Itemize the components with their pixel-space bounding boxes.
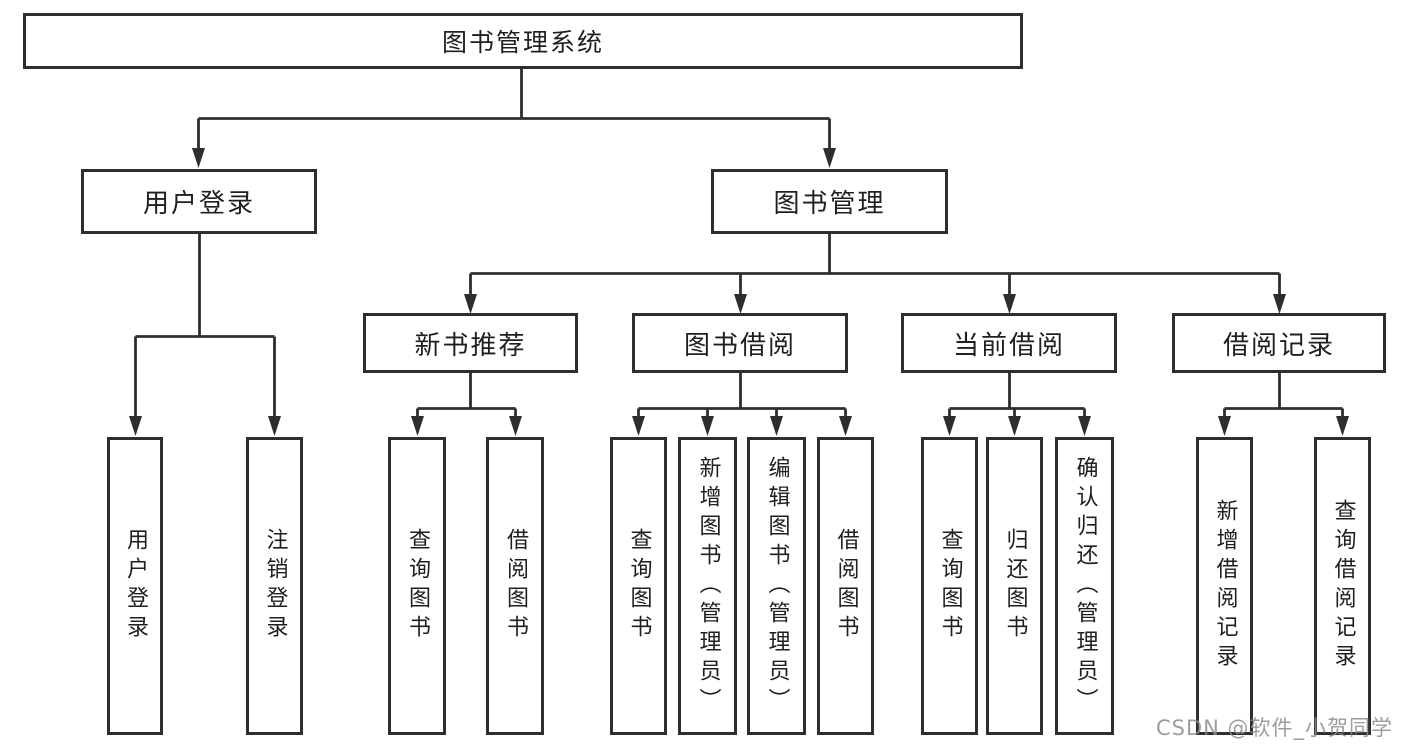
leaf-borrow-books-recommend-label: 借阅图书: [503, 528, 528, 644]
leaf-query-books-recommend-label: 查询图书: [405, 528, 430, 644]
leaf-add-books-admin: 新增图书（管理员）: [678, 437, 737, 735]
watermark: CSDN @软件_小贺同学: [1156, 716, 1394, 740]
leaf-query-books-current: 查询图书: [921, 437, 978, 735]
node-borrow-records: 借阅记录: [1172, 313, 1386, 373]
connector-user-login-children: [129, 234, 281, 436]
leaf-query-borrow-record-label: 查询借阅记录: [1330, 499, 1356, 673]
leaf-borrow-books-recommend: 借阅图书: [486, 437, 544, 735]
leaf-query-books-borrow-label: 查询图书: [626, 528, 652, 644]
leaf-logout-label: 注销登录: [262, 528, 288, 644]
connector-current-borrow-children: [943, 373, 1091, 436]
node-current-borrow: 当前借阅: [901, 313, 1117, 373]
leaf-confirm-return-admin-label: 确认归还（管理员）: [1072, 455, 1098, 717]
connector-root-to-level2: [192, 69, 836, 168]
leaf-edit-books-admin: 编辑图书（管理员）: [747, 437, 806, 735]
leaf-query-books-recommend: 查询图书: [388, 437, 446, 735]
node-new-book-recommend: 新书推荐: [363, 313, 578, 373]
leaf-return-books: 归还图书: [986, 437, 1043, 735]
leaf-edit-books-admin-label: 编辑图书（管理员）: [764, 455, 790, 717]
leaf-user-login-label: 用户登录: [123, 528, 148, 644]
node-user-login: 用户登录: [81, 169, 317, 234]
leaf-confirm-return-admin: 确认归还（管理员）: [1055, 437, 1114, 735]
leaf-logout: 注销登录: [246, 437, 303, 735]
leaf-return-books-label: 归还图书: [1002, 528, 1028, 644]
leaf-query-books-borrow: 查询图书: [610, 437, 667, 735]
leaf-add-books-admin-label: 新增图书（管理员）: [695, 455, 721, 717]
node-book-borrow: 图书借阅: [632, 313, 848, 373]
leaf-query-borrow-record: 查询借阅记录: [1314, 437, 1371, 735]
connector-book-management-children: [464, 234, 1286, 314]
connector-borrow-records-children: [1218, 373, 1349, 436]
connector-book-borrow-children: [632, 373, 852, 436]
leaf-add-borrow-record: 新增借阅记录: [1196, 437, 1253, 735]
leaf-query-books-current-label: 查询图书: [937, 528, 963, 644]
leaf-borrow-books: 借阅图书: [817, 437, 874, 735]
node-root-library-management-system: 图书管理系统: [23, 13, 1023, 69]
leaf-borrow-books-label: 借阅图书: [833, 528, 859, 644]
leaf-user-login: 用户登录: [107, 437, 163, 735]
leaf-add-borrow-record-label: 新增借阅记录: [1212, 499, 1238, 673]
node-book-management: 图书管理: [711, 169, 948, 234]
connector-new-book-recommend-children: [411, 373, 522, 436]
